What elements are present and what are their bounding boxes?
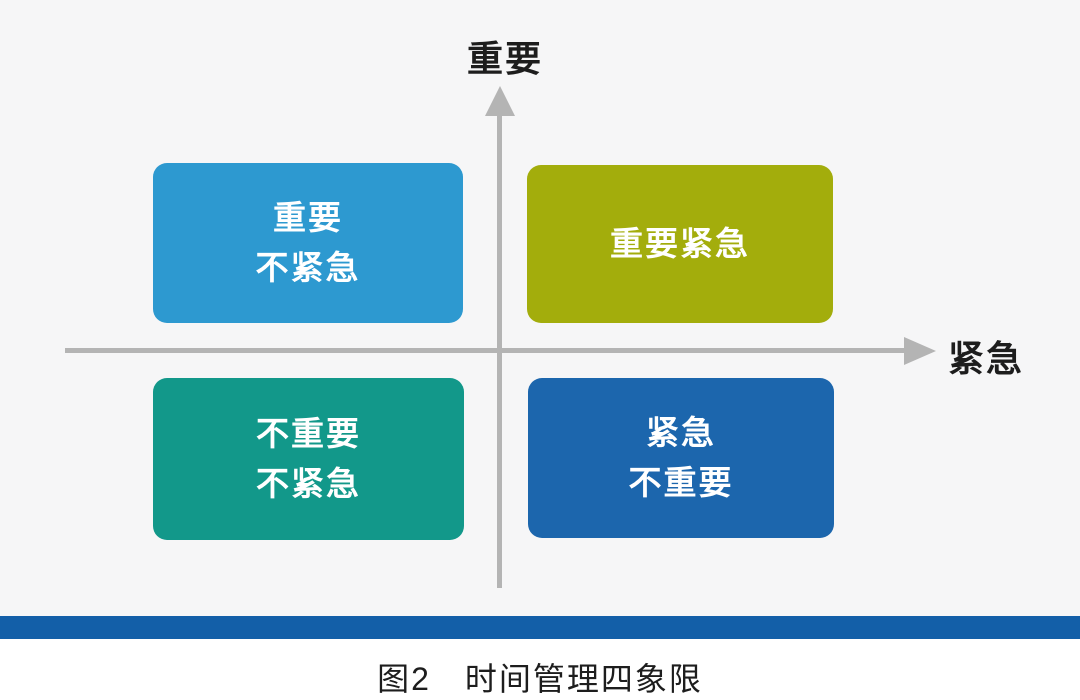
quadrant-important-urgent: 重要紧急	[527, 165, 833, 323]
quadrant-label-line: 不重要	[628, 463, 734, 501]
bottom-divider-bar	[0, 616, 1080, 639]
figure-caption: 图2 时间管理四象限	[377, 661, 703, 697]
quadrant-label-line: 重要紧急	[610, 224, 750, 262]
quadrant-important-not-urgent: 重要 不紧急	[153, 163, 463, 323]
quadrant-label-line: 不紧急	[256, 464, 361, 502]
x-axis-label: 紧急	[948, 338, 1025, 379]
quadrant-urgent-not-important: 紧急 不重要	[528, 378, 834, 538]
x-axis-arrow-icon	[904, 337, 936, 365]
quadrant-label-line: 不重要	[256, 415, 361, 453]
quadrant-not-important-not-urgent: 不重要 不紧急	[153, 378, 464, 540]
quadrant-label-line: 重要	[273, 199, 343, 237]
quadrant-label-line: 紧急	[646, 414, 716, 452]
y-axis-label: 重要	[466, 38, 544, 79]
quadrant-label-line: 不紧急	[255, 248, 361, 286]
x-axis-line	[65, 348, 906, 353]
y-axis-arrow-icon	[485, 86, 515, 116]
